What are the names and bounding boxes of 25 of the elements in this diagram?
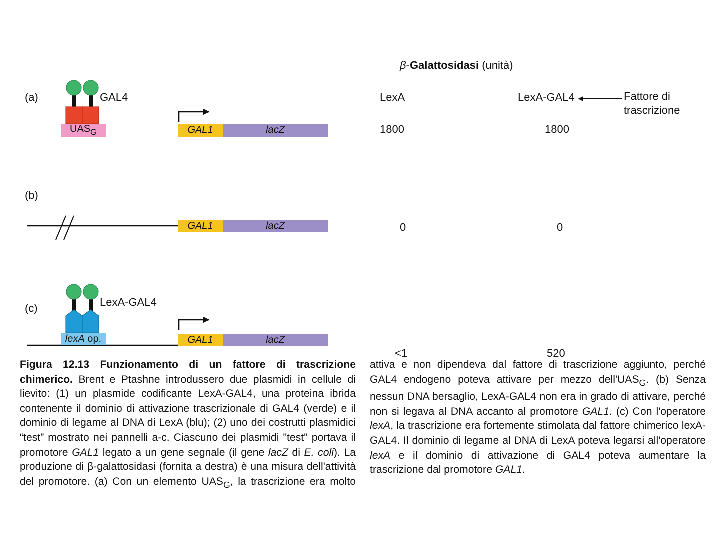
panel-label: (a)	[25, 92, 38, 105]
gene-box: lacZ	[223, 220, 328, 232]
element-box: UAS$_{G}$	[61, 124, 106, 137]
arrow	[578, 96, 622, 102]
operator-box: lexA op.	[61, 333, 106, 345]
column-header: LexA	[380, 92, 406, 105]
protein-label: LexA-GAL4	[100, 297, 157, 310]
promoter-box: GAL1	[178, 124, 223, 137]
column-header: β-Galattosidasi (unità)	[400, 60, 514, 73]
table-value: <1	[395, 348, 408, 360]
protein-label: GAL4	[100, 92, 128, 105]
callout-text: Fattore di trascrizione	[624, 90, 682, 118]
panel-label: (b)	[25, 190, 38, 203]
table-value: 1800	[380, 124, 404, 137]
figure-caption: Figura 12.13 Funzionamento di un fattore di trascrizione chimerico. Brent e Ptashne introdussero due plasmidi in cellule di lievito: (1) un plasmide codificante LexA-GAL4, una proteina ibrida contenente il dominio di attivazione trascrizionale di GAL4 (verde) e il dominio di legame al DNA di LexA (blu); (2) uno dei costrutti plasmidici “test” mostrato nei pannelli a-c. Ciascuno dei plasmidi "test" portava il promotore GAL1 legato a un gene segnale (il gene lacZ di E. coli). La produzione di β-galattosidasi (fornita a destra) è una misura dell'attività del promotore. (a) Con un elemento UAS$_{G}$, la trascrizione era molto attiva e non dipendeva dal fattore di trascrizione aggiunto, perché GAL4 endogeno poteva attivare per mezzo dell'UAS$_{G}$. (b) Senza nessun DNA bersaglio, LexA-GAL4 non era in grado di attivare, perché non si legava al DNA accanto al promotore GAL1. (c) Con l'operatore lexA, la trascrizione era fortemente stimolata dal fattore chimerico lexA-GAL4. Il dominio di legame al DNA di LexA poteva legarsi all'operatore lexA e il dominio di attivazione di GAL4 poteva aumentare la trascrizione dal promotore GAL1.	[20, 358, 706, 492]
promoter-box: GAL1	[178, 334, 223, 346]
gene-box: lacZ	[223, 334, 328, 346]
column-header: LexA-GAL4	[518, 92, 575, 105]
table-value: 0	[557, 222, 564, 235]
table-value: 0	[400, 222, 406, 235]
table-value: 1800	[545, 124, 570, 137]
gene-box: lacZ	[223, 124, 328, 137]
table-value: 520	[547, 348, 566, 360]
promoter-box: GAL1	[178, 220, 223, 232]
panel-label: (c)	[25, 303, 38, 316]
